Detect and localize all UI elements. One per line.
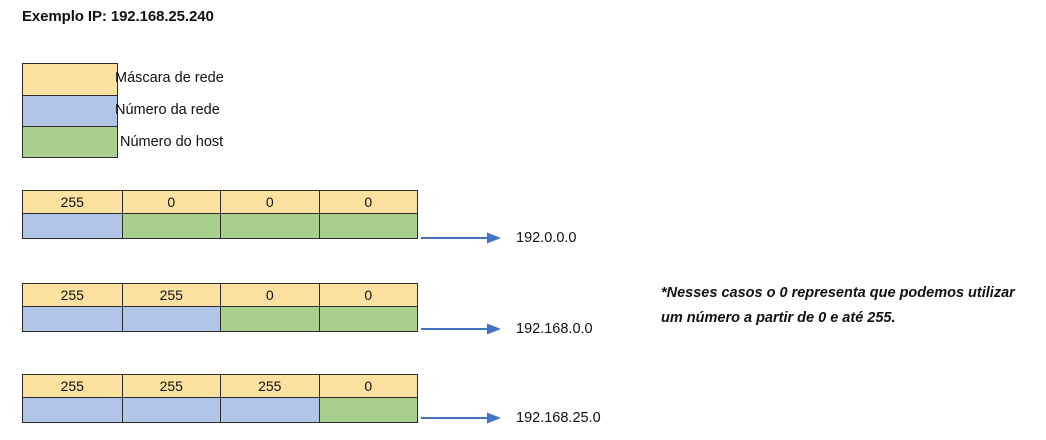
octet-cell: 255: [23, 284, 122, 306]
result-label-row-2: 192.168.0.0: [516, 321, 593, 337]
page-title: Exemplo IP: 192.168.25.240: [22, 8, 214, 25]
mask-table-row-2: 255 255 0 0: [22, 283, 418, 332]
legend-label-mask: Máscara de rede: [115, 70, 224, 86]
octet-cell: 0: [220, 191, 319, 213]
legend-label-network: Número da rede: [115, 102, 220, 118]
octet-cell: 255: [23, 191, 122, 213]
part-cell-host: [318, 214, 417, 238]
footnote-text: *Nesses casos o 0 representa que podemos…: [661, 285, 1015, 326]
octet-cell: 255: [23, 375, 122, 397]
part-cell-network: [121, 398, 220, 422]
part-cell-network: [23, 307, 122, 331]
legend-swatch-host: [23, 126, 117, 157]
part-cell-host: [318, 307, 417, 331]
octet-cell: 0: [318, 375, 417, 397]
table-row: [23, 306, 417, 331]
octet-cell: 0: [318, 284, 417, 306]
octet-cell: 255: [220, 375, 319, 397]
legend-swatch-network: [23, 95, 117, 126]
legend: [22, 63, 118, 158]
result-label-row-3: 192.168.25.0: [516, 410, 601, 426]
legend-label-host: Número do host: [120, 134, 224, 150]
part-cell-host: [220, 214, 319, 238]
mask-table-row-1: 255 0 0 0: [22, 190, 418, 239]
mask-table-row-3: 255 255 255 0: [22, 374, 418, 423]
legend-swatch-mask: [23, 64, 117, 95]
table-row: 255 0 0 0: [23, 191, 417, 213]
octet-cell: 0: [121, 191, 220, 213]
part-cell-host: [121, 214, 220, 238]
table-row: [23, 213, 417, 238]
table-row: 255 255 255 0: [23, 375, 417, 397]
result-label-row-1: 192.0.0.0: [516, 230, 577, 246]
part-cell-network: [220, 398, 319, 422]
part-cell-network: [23, 398, 122, 422]
arrow-icon-row-3: [421, 411, 503, 429]
octet-cell: 0: [318, 191, 417, 213]
arrow-icon-row-1: [421, 231, 503, 249]
part-cell-host: [318, 398, 417, 422]
table-row: 255 255 0 0: [23, 284, 417, 306]
part-cell-host: [220, 307, 319, 331]
arrow-icon-row-2: [421, 322, 503, 340]
octet-cell: 0: [220, 284, 319, 306]
part-cell-network: [23, 214, 122, 238]
octet-cell: 255: [121, 375, 220, 397]
octet-cell: 255: [121, 284, 220, 306]
table-row: [23, 397, 417, 422]
part-cell-network: [121, 307, 220, 331]
